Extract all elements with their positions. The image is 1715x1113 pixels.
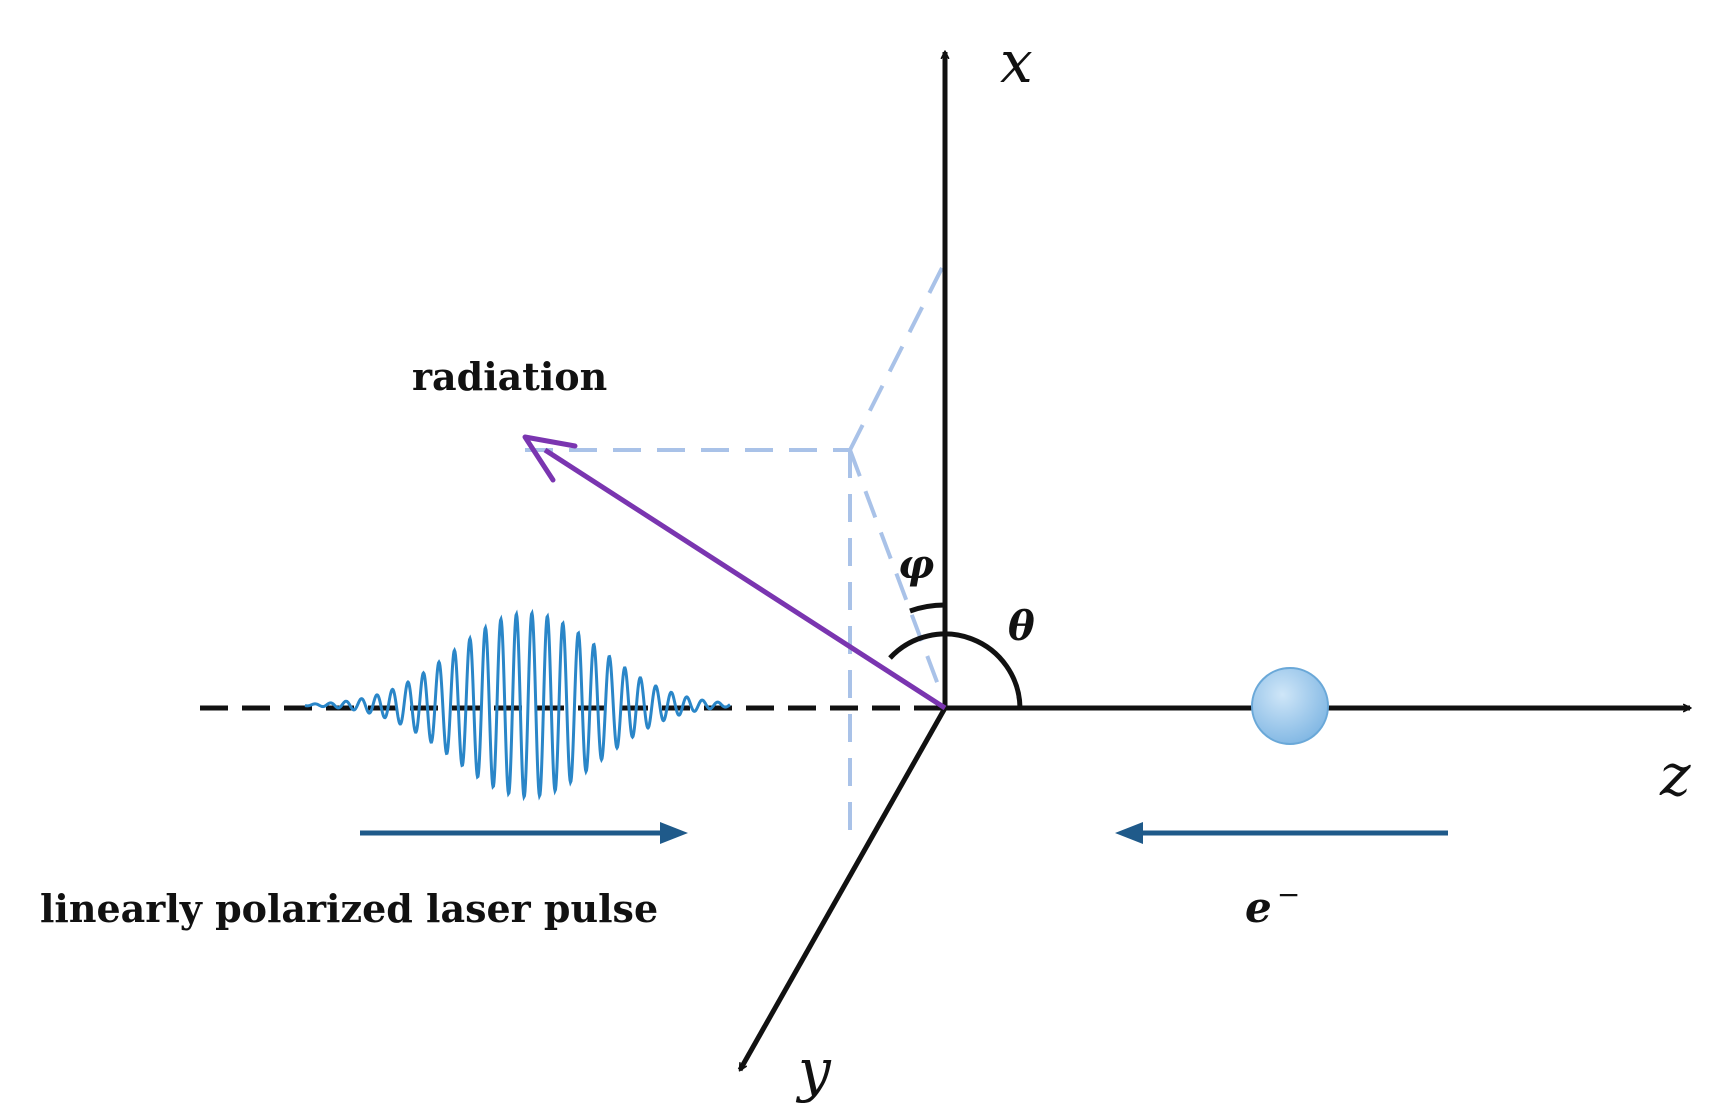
phi-arc — [909, 602, 946, 614]
z-axis-label: z — [1659, 741, 1691, 809]
laser-wave-packet — [304, 608, 731, 802]
theta-label: θ — [1008, 603, 1035, 650]
theta-arc — [888, 631, 1023, 709]
radiation-arrowhead — [522, 434, 578, 483]
electron-label: e − — [1245, 878, 1300, 932]
y-axis-label: y — [795, 1036, 832, 1104]
y-axis — [737, 706, 948, 1072]
electron — [1251, 667, 1329, 745]
laser-pulse-label: linearly polarized laser pulse — [40, 886, 658, 931]
laser-direction-arrow — [360, 822, 688, 844]
electron-label-base: e — [1245, 883, 1272, 932]
electron-label-charge: − — [1277, 878, 1300, 911]
x-axis-label: x — [1000, 28, 1033, 96]
projection-line-to-x-axis — [848, 261, 947, 451]
phi-label: φ — [898, 541, 934, 588]
radiation-vector — [543, 447, 947, 711]
radiation-label: radiation — [412, 354, 607, 399]
electron-direction-arrow — [1115, 822, 1448, 844]
